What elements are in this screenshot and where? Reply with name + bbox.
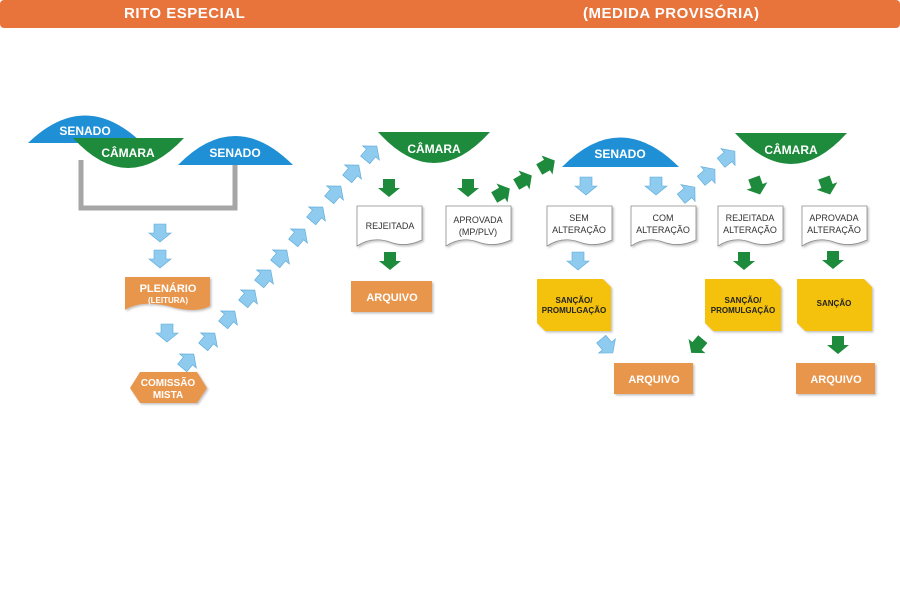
rejeitada-alteracao-label-1: REJEITADA <box>726 213 775 223</box>
arrow-up-right-green <box>488 178 516 208</box>
sancao-promulgacao-1-label-1: SANÇÃO/ <box>556 296 594 305</box>
plenario-label: PLENÁRIO <box>140 282 197 295</box>
arrow-up-right <box>234 282 264 312</box>
arrow-up-right <box>284 221 314 251</box>
arquivo-label-3: ARQUIVO <box>810 374 862 386</box>
camara-label-2: CÂMARA <box>407 141 461 156</box>
arrow-up-right <box>214 303 244 333</box>
sancao-promulgacao-box-1: SANÇÃO/ PROMULGAÇÃO <box>537 279 611 331</box>
arrow-up-right <box>250 262 280 292</box>
sem-alteracao-label-1: SEM <box>569 213 589 223</box>
senado-node-1: SENADO <box>28 115 142 143</box>
aprovada-alteracao-box: APROVADA ALTERAÇÃO <box>801 205 868 247</box>
sem-alteracao-box: SEM ALTERAÇÃO <box>546 205 613 247</box>
arrow-up-right <box>713 142 743 172</box>
arrow-down-green <box>813 173 841 199</box>
rejeitada-alteracao-label-2: ALTERAÇÃO <box>723 225 777 235</box>
arrow-down-left-green <box>682 332 712 360</box>
sancao-promulgacao-2-label-2: PROMULGAÇÃO <box>711 306 775 315</box>
sancao-label: SANÇÃO <box>817 299 852 308</box>
header-title-right: (MEDIDA PROVISÓRIA) <box>583 5 760 22</box>
camara-node-3: CÂMARA <box>735 133 847 164</box>
sancao-box: SANÇÃO <box>797 279 872 331</box>
senado-node-2: SENADO <box>178 136 293 165</box>
com-alteracao-label-2: ALTERAÇÃO <box>636 225 690 235</box>
arrow-up-right <box>673 178 703 208</box>
camara-label-3: CÂMARA <box>764 142 818 157</box>
aprovada-label-2: (MP/PLV) <box>459 227 497 237</box>
camara-node-1: CÂMARA <box>73 138 184 168</box>
sancao-promulgacao-box-2: SANÇÃO/ PROMULGAÇÃO <box>705 279 781 331</box>
arrow-up-right <box>320 178 350 208</box>
arrow-down-green <box>378 179 400 197</box>
aprovada-alteracao-label-1: APROVADA <box>809 213 858 223</box>
arrow-up-right-green <box>510 165 538 195</box>
arrow-down-green <box>822 251 844 269</box>
senado-node-3: SENADO <box>562 137 679 167</box>
arquivo-label-2: ARQUIVO <box>628 374 680 386</box>
comissao-mista-box: COMISSÃO MISTA <box>130 372 207 403</box>
arrow-up-right <box>693 160 723 190</box>
arrow-down <box>155 323 179 343</box>
arrow-down-green <box>457 179 479 197</box>
arrow-up-right-green <box>533 150 561 180</box>
arrow-down-green <box>379 252 401 270</box>
comissao-label-2: MISTA <box>153 390 183 401</box>
comissao-label-1: COMISSÃO <box>141 376 196 389</box>
rejeitada-label: REJEITADA <box>366 221 415 231</box>
arrow-down-green <box>827 336 849 354</box>
arquivo-box-3: ARQUIVO <box>796 363 875 394</box>
aprovada-mp-box: APROVADA (MP/PLV) <box>445 205 512 247</box>
arrow-down <box>574 176 598 196</box>
camara-label-1: CÂMARA <box>101 145 155 160</box>
rejeitada-box: REJEITADA <box>356 205 423 247</box>
arrow-up-right <box>338 157 368 187</box>
aprovada-alteracao-label-2: ALTERAÇÃO <box>807 225 861 235</box>
arrow-up-right <box>266 242 296 272</box>
senado-label-1: SENADO <box>59 124 110 138</box>
senado-label-2: SENADO <box>209 146 260 160</box>
arquivo-box-1: ARQUIVO <box>351 281 432 312</box>
rejeitada-alteracao-box: REJEITADA ALTERAÇÃO <box>717 205 784 247</box>
arrow-up-right <box>194 325 224 355</box>
sancao-promulgacao-2-label-1: SANÇÃO/ <box>725 296 763 305</box>
sem-alteracao-label-2: ALTERAÇÃO <box>552 225 606 235</box>
arrow-down <box>148 223 172 243</box>
arrow-up-right <box>173 346 203 376</box>
connector-line <box>78 160 238 211</box>
header-title-left: RITO ESPECIAL <box>124 5 246 22</box>
plenario-box: PLENÁRIO (LEITURA) <box>125 277 210 310</box>
senado-label-3: SENADO <box>594 147 645 161</box>
arrow-down-green <box>733 252 755 270</box>
arrow-down-green <box>743 173 771 199</box>
com-alteracao-label-1: COM <box>653 213 674 223</box>
sancao-promulgacao-1-label-2: PROMULGAÇÃO <box>542 306 606 315</box>
aprovada-label-1: APROVADA <box>453 215 502 225</box>
arquivo-box-2: ARQUIVO <box>614 363 693 394</box>
arrow-down <box>566 251 590 271</box>
arrow-down <box>148 249 172 269</box>
arrow-up-right <box>356 138 386 168</box>
header-banner: RITO ESPECIAL (MEDIDA PROVISÓRIA) <box>0 0 900 28</box>
arquivo-label-1: ARQUIVO <box>366 292 418 304</box>
arrow-up-right <box>302 199 332 229</box>
plenario-sublabel: (LEITURA) <box>148 296 188 305</box>
com-alteracao-box: COM ALTERAÇÃO <box>630 205 697 247</box>
arrow-down <box>644 176 668 196</box>
camara-node-2: CÂMARA <box>378 132 490 163</box>
arrow-down-right <box>592 331 622 361</box>
